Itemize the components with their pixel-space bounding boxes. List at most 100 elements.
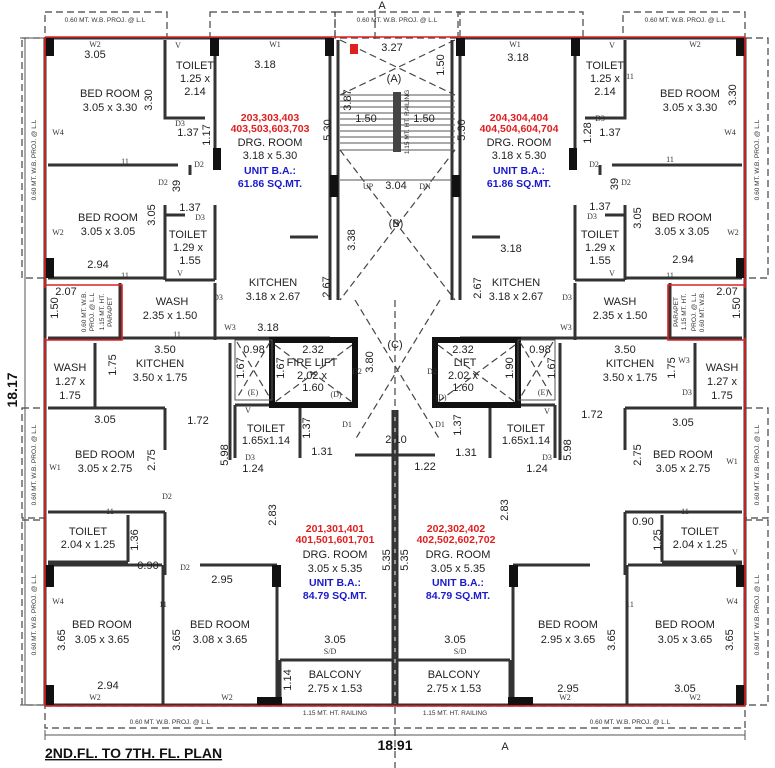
plan-label: D2	[621, 178, 631, 187]
plan-label: 2.32	[452, 344, 473, 356]
plan-label: 3.18 x 5.30	[492, 150, 546, 162]
plan-label: 1.37	[589, 201, 610, 213]
plan-label: 2.04 x 1.25	[673, 539, 727, 551]
plan-label: 11	[121, 157, 129, 166]
plan-label: W1	[269, 40, 281, 49]
plan-label: 2.94	[672, 254, 693, 266]
unit-numbers: 202,302,402	[427, 523, 486, 535]
plan-label: 5.35	[381, 549, 393, 570]
plan-label: 5.98	[562, 439, 574, 460]
plan-label: D2	[589, 160, 599, 169]
plan-label: TOILET	[69, 526, 108, 538]
plot-boundary	[44, 36, 746, 707]
plan-label: 1.90	[504, 357, 516, 378]
plan-label: V	[177, 269, 183, 278]
plan-label: 2.95	[211, 574, 232, 586]
plan-label: 11	[121, 271, 129, 280]
plan-label: 3.50 x 1.75	[603, 372, 657, 384]
plan-label: 3.65	[724, 629, 736, 650]
plan-label: 3.05 x 2.75	[78, 463, 132, 475]
plan-label: 1.37	[452, 414, 464, 435]
plan-label: 1.15 MT. HT.	[681, 294, 688, 331]
plan-label: W4	[52, 128, 64, 137]
plan-label: 1.24	[526, 463, 547, 475]
plan-label: W3	[678, 356, 690, 365]
plan-label: 1.28	[582, 122, 594, 143]
plan-label: 1.29 x	[173, 242, 203, 254]
overall-width: 18.91	[377, 737, 412, 753]
projection-label: 0.60 MT. W.B. PROJ. @ L.L	[31, 119, 38, 200]
plan-label: D2	[427, 367, 437, 376]
plan-label: 1.55	[179, 255, 200, 267]
plan-label: PROJ. @ L.L	[691, 292, 698, 331]
plan-label: WASH	[54, 362, 87, 374]
plan-label: 2.75	[632, 444, 644, 465]
plan-label: 1.15 MT. HT. RAILING	[404, 90, 411, 154]
plan-label: WASH	[156, 296, 189, 308]
plan-label: DRG. ROOM	[238, 137, 303, 149]
plan-label: V	[544, 407, 550, 416]
plan-label: V	[245, 406, 251, 415]
plan-label: 3.05	[94, 414, 115, 426]
plan-label: 2.32	[302, 344, 323, 356]
plan-label: 3.18 x 5.30	[243, 150, 297, 162]
plan-label: 3.05	[146, 204, 158, 225]
plan-label: 3.65	[171, 629, 183, 650]
plan-label: 11	[681, 507, 689, 516]
plan-label: W2	[89, 40, 101, 49]
plan-label: 1.36	[129, 529, 141, 550]
plan-label: W2	[89, 693, 101, 702]
plan-label: 2.02 x	[297, 370, 327, 382]
plan-label: 2.35 x 1.50	[143, 310, 197, 322]
plan-label: BED ROOM	[190, 619, 250, 631]
plan-label: 2.94	[97, 680, 118, 692]
plan-label: W2	[689, 40, 701, 49]
plan-label: (E)	[538, 388, 549, 397]
projection-label: 0.60 MT. W.B. PROJ. @ L.L	[645, 17, 726, 24]
plan-label: KITCHEN	[606, 358, 654, 370]
plan-label: 2.07	[716, 286, 737, 298]
plan-label: 3.30	[727, 84, 739, 105]
overall-height: 18.17	[4, 372, 20, 407]
plan-label: PROJ. @ L.L	[89, 292, 96, 331]
plan-label: D3	[562, 293, 572, 302]
plan-label: D2	[194, 160, 204, 169]
plan-label: 5.30	[456, 119, 468, 140]
plan-label: 1.50	[355, 113, 376, 125]
plan-label: 1.31	[455, 447, 476, 459]
plan-label: BED ROOM	[78, 212, 138, 224]
plan-label: 1.65x1.14	[242, 435, 290, 447]
plan-label: 11	[106, 507, 114, 516]
plan-label: W2	[689, 693, 701, 702]
plan-label: 3.18	[500, 243, 521, 255]
plan-label: (E)	[248, 388, 259, 397]
unit-area: UNIT B.A.:	[432, 577, 484, 589]
plan-label: 2.04 x 1.25	[61, 539, 115, 551]
plan-label: S/D	[454, 647, 467, 656]
plan-label: TOILET	[247, 423, 286, 435]
plan-label: 3.05 x 5.35	[308, 563, 362, 575]
plan-label: 11	[173, 330, 181, 339]
plan-label: V	[609, 41, 615, 50]
plan-label: 11	[626, 600, 634, 609]
plan-label: 1.31	[311, 446, 332, 458]
plan-label: DRG. ROOM	[426, 549, 491, 561]
plan-label: 2.14	[594, 86, 615, 98]
plan-label: D3	[587, 212, 597, 221]
plan-label: 5.35	[399, 549, 411, 570]
plan-label: D1	[435, 420, 445, 429]
plan-label: 1.72	[581, 409, 602, 421]
plan-label: 5.30	[322, 119, 334, 140]
plan-label: DN	[419, 182, 431, 191]
plan-label: 1.15 MT. HT.	[99, 294, 106, 331]
plan-label: LIFT	[454, 357, 477, 369]
plan-label: 3.30	[143, 89, 155, 110]
columns	[45, 38, 745, 705]
plan-label: W2	[221, 693, 233, 702]
plan-label: 2.35 x 1.50	[593, 310, 647, 322]
plan-label: 2.75 x 1.53	[427, 683, 481, 695]
plan-label: D3	[542, 453, 552, 462]
